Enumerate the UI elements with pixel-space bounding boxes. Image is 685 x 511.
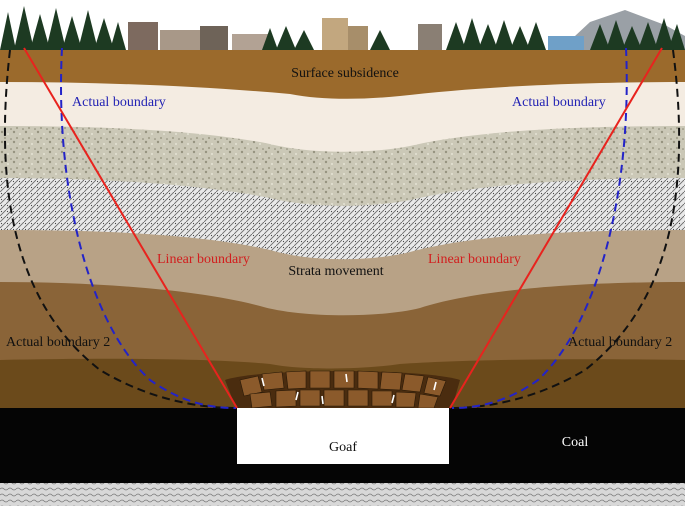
actual-boundary-left-label: Actual boundary: [72, 95, 166, 110]
actual-boundary-right-label: Actual boundary: [512, 95, 606, 110]
goaf-label: Goaf: [329, 440, 357, 455]
coal-label: Coal: [562, 435, 589, 450]
surface-subsidence-label: Surface subsidence: [291, 66, 399, 81]
goaf-void: [237, 408, 449, 464]
strata-movement-label: Strata movement: [288, 264, 383, 279]
actual-boundary-2-right-label: Actual boundary 2: [568, 335, 672, 350]
linear-boundary-right-label: Linear boundary: [428, 252, 521, 267]
caved-zone: [225, 371, 460, 408]
floor-layer: [0, 480, 685, 506]
actual-boundary-2-left-label: Actual boundary 2: [6, 335, 110, 350]
linear-boundary-left-label: Linear boundary: [157, 252, 250, 267]
